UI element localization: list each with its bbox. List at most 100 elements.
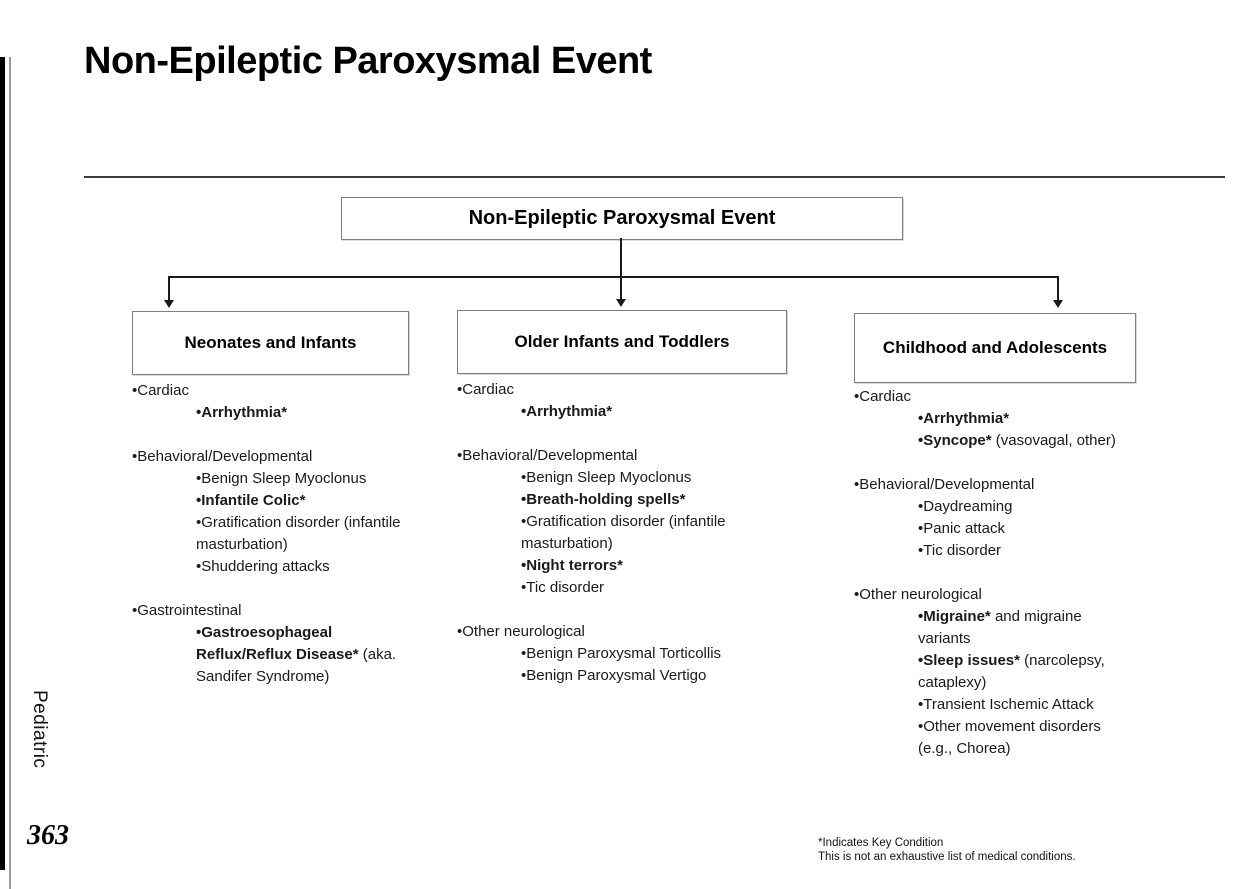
key-condition-text: •Migraine* <box>918 608 991 625</box>
root-node-label: Non-Epileptic Paroxysmal Event <box>468 207 776 229</box>
condition-line: •Breath-holding spells* <box>457 489 726 511</box>
condition-text: •Benign Sleep Myoclonus <box>196 470 367 487</box>
condition-line: Reflux/Reflux Disease* (aka. <box>132 644 401 666</box>
condition-line: •Cardiac <box>854 386 1116 408</box>
footnote-key-condition: *Indicates Key Condition <box>818 837 944 849</box>
category-box-label: Neonates and Infants <box>184 333 357 352</box>
key-condition-text: •Arrhythmia* <box>196 404 288 421</box>
condition-line: •Gastrointestinal <box>132 600 401 622</box>
key-condition-text: •Gastroesophageal <box>196 624 333 641</box>
condition-line: masturbation) <box>457 533 726 555</box>
condition-text: •Cardiac <box>457 381 514 398</box>
page-title: Non-Epileptic Paroxysmal Event <box>84 40 652 82</box>
condition-text: •Benign Paroxysmal Torticollis <box>521 645 722 662</box>
condition-text: •Other movement disorders <box>918 718 1101 735</box>
condition-text: •Behavioral/Developmental <box>457 447 638 464</box>
condition-text: •Behavioral/Developmental <box>854 476 1035 493</box>
condition-text: Sandifer Syndrome) <box>196 668 330 685</box>
condition-line: •Infantile Colic* <box>132 490 401 512</box>
condition-line: •Behavioral/Developmental <box>132 446 401 468</box>
condition-text: •Cardiac <box>854 388 911 405</box>
condition-line: •Other neurological <box>854 584 1116 606</box>
condition-list-older-infants-toddlers: •Cardiac •Arrhythmia* •Behavioral/Developm… <box>457 379 726 687</box>
condition-line: •Night terrors* <box>457 555 726 577</box>
condition-text: •Tic disorder <box>918 542 1002 559</box>
condition-line: cataplexy) <box>854 672 1116 694</box>
category-box-childhood-adolescents: Childhood and Adolescents <box>854 313 1136 383</box>
key-condition-text: •Night terrors* <box>521 557 623 574</box>
key-condition-text: •Breath-holding spells* <box>521 491 686 508</box>
sidebar-section-label: Pediatric <box>29 690 50 769</box>
condition-line: variants <box>854 628 1116 650</box>
condition-text: •Tic disorder <box>521 579 605 596</box>
condition-line: •Shuddering attacks <box>132 556 401 578</box>
condition-text: and migraine <box>990 608 1082 625</box>
condition-text: (aka. <box>358 646 397 663</box>
page-edge-bar <box>0 57 5 870</box>
condition-line: •Gastroesophageal <box>132 622 401 644</box>
condition-list-childhood-adolescents: •Cardiac •Arrhythmia* •Syncope* (vasovagal… <box>854 386 1116 760</box>
condition-text: •Benign Sleep Myoclonus <box>521 469 692 486</box>
root-node: Non-Epileptic Paroxysmal Event <box>341 197 903 240</box>
category-box-label: Older Infants and Toddlers <box>514 332 730 351</box>
condition-text: •Gastrointestinal <box>132 602 242 619</box>
condition-line: •Gratification disorder (infantile <box>457 511 726 533</box>
key-condition-text: •Syncope* <box>918 432 992 449</box>
category-box-neonates-infants: Neonates and Infants <box>132 311 409 375</box>
condition-text: •Daydreaming <box>918 498 1013 515</box>
condition-line: •Benign Paroxysmal Torticollis <box>457 643 726 665</box>
connector-left-vertical <box>168 276 170 300</box>
condition-text: •Gratification disorder (infantile <box>196 514 401 531</box>
condition-line: •Cardiac <box>457 379 726 401</box>
arrowhead-middle-icon <box>616 299 626 307</box>
condition-line: •Behavioral/Developmental <box>854 474 1116 496</box>
condition-line: •Gratification disorder (infantile <box>132 512 401 534</box>
connector-horizontal <box>168 276 1058 278</box>
key-condition-text: •Sleep issues* <box>918 652 1020 669</box>
condition-text: •Shuddering attacks <box>196 558 330 575</box>
connector-right-vertical <box>1057 276 1059 300</box>
key-condition-text: •Arrhythmia* <box>918 410 1010 427</box>
condition-line: •Other movement disorders <box>854 716 1116 738</box>
page-edge-line <box>9 57 11 889</box>
condition-line: •Arrhythmia* <box>854 408 1116 430</box>
condition-text: variants <box>918 630 971 647</box>
category-box-label: Childhood and Adolescents <box>882 338 1108 357</box>
condition-line: •Transient Ischemic Attack <box>854 694 1116 716</box>
condition-line: •Arrhythmia* <box>132 402 401 424</box>
condition-text: •Behavioral/Developmental <box>132 448 313 465</box>
condition-text: •Gratification disorder (infantile <box>521 513 726 530</box>
condition-text: •Cardiac <box>132 382 189 399</box>
condition-line: masturbation) <box>132 534 401 556</box>
connector-root-vertical <box>620 238 622 299</box>
category-box-older-infants-toddlers: Older Infants and Toddlers <box>457 310 787 374</box>
condition-line: •Tic disorder <box>854 540 1116 562</box>
condition-line: •Benign Paroxysmal Vertigo <box>457 665 726 687</box>
title-divider <box>84 176 1225 178</box>
condition-line: •Cardiac <box>132 380 401 402</box>
condition-line: •Tic disorder <box>457 577 726 599</box>
condition-line: Sandifer Syndrome) <box>132 666 401 688</box>
page-number: 363 <box>27 820 69 851</box>
footnote: *Indicates Key Condition This is not an … <box>818 836 1076 864</box>
condition-text: masturbation) <box>521 535 613 552</box>
condition-text: (e.g., Chorea) <box>918 740 1011 757</box>
condition-line: •Benign Sleep Myoclonus <box>132 468 401 490</box>
footnote-disclaimer: This is not an exhaustive list of medica… <box>818 851 1076 863</box>
condition-text: (narcolepsy, <box>1019 652 1105 669</box>
arrowhead-left-icon <box>164 300 174 308</box>
condition-text: •Other neurological <box>457 623 585 640</box>
arrowhead-right-icon <box>1053 300 1063 308</box>
condition-text: •Other neurological <box>854 586 982 603</box>
key-condition-text: •Arrhythmia* <box>521 403 613 420</box>
condition-text: •Panic attack <box>918 520 1005 537</box>
condition-text: masturbation) <box>196 536 288 553</box>
condition-line: •Behavioral/Developmental <box>457 445 726 467</box>
condition-line: •Other neurological <box>457 621 726 643</box>
condition-text: (vasovagal, other) <box>991 432 1116 449</box>
condition-line: •Benign Sleep Myoclonus <box>457 467 726 489</box>
key-condition-text: •Infantile Colic* <box>196 492 306 509</box>
condition-line: •Sleep issues* (narcolepsy, <box>854 650 1116 672</box>
condition-line: •Migraine* and migraine <box>854 606 1116 628</box>
